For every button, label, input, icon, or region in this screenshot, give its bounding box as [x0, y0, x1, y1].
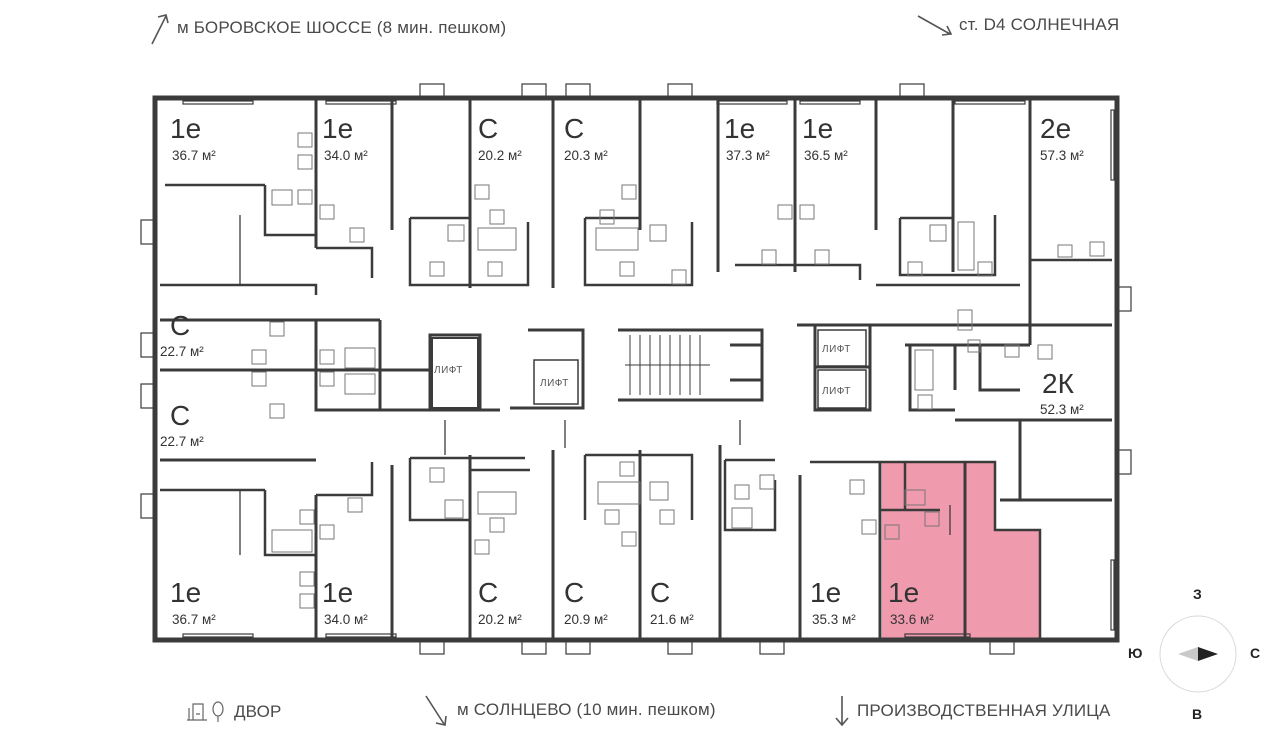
lift-label: ЛИФТ: [822, 386, 851, 397]
apartment-area: 57.3 м²: [1040, 148, 1084, 163]
apartment-a17: 1е 33.6 м²: [888, 577, 934, 627]
apartment-a1: 1е 36.7 м²: [170, 113, 216, 163]
apartment-area: 36.7 м²: [172, 148, 216, 163]
lift-label: ЛИФТ: [540, 378, 569, 389]
arrow-down-right-icon: [917, 15, 953, 36]
apartment-type: С: [478, 577, 498, 608]
apartment-a6: 1е 36.5 м²: [802, 113, 848, 163]
apartment-type: 2К: [1042, 368, 1075, 399]
direction-top-left-label: м БОРОВСКОЕ ШОССЕ (8 мин. пешком): [176, 18, 507, 37]
apartment-a11: 1е 36.7 м²: [170, 577, 216, 627]
direction-bottom-right-label: ПРОИЗВОДСТВЕННАЯ УЛИЦА: [856, 701, 1111, 720]
apartment-a8: С 22.7 м²: [160, 310, 204, 359]
apartment-type: 1е: [802, 113, 833, 144]
apartment-type: С: [478, 113, 498, 144]
apartment-highlight-33-6[interactable]: [882, 462, 1040, 638]
lift-label: ЛИФТ: [822, 344, 851, 355]
apartment-type: С: [650, 577, 670, 608]
apartment-area: 34.0 м²: [324, 612, 368, 627]
apartment-a16: 1е 35.3 м²: [810, 577, 856, 627]
direction-bottom-center-label: м СОЛНЦЕВО (10 мин. пешком): [456, 700, 716, 719]
windows-sides: [140, 109, 1132, 631]
apartment-area: 20.2 м²: [478, 148, 522, 163]
compass-north: З: [1193, 586, 1202, 602]
apartment-area: 35.3 м²: [812, 612, 856, 627]
direction-bottom-left: ДВОР: [185, 700, 282, 724]
direction-top-right-label: ст. D4 СОЛНЕЧНАЯ: [958, 15, 1120, 34]
apartment-type: С: [564, 113, 584, 144]
apartment-a4: С 20.3 м²: [564, 113, 608, 163]
compass-rose-icon: [1159, 615, 1237, 693]
fixtures: [251, 132, 1105, 609]
walls: [140, 83, 1132, 655]
apartment-area: 22.7 м²: [160, 344, 204, 359]
compass-west: Ю: [1128, 645, 1143, 661]
apartment-area: 20.2 м²: [478, 612, 522, 627]
apartment-type: С: [564, 577, 584, 608]
direction-bottom-center: м СОЛНЦЕВО (10 мин. пешком): [422, 692, 716, 728]
direction-bottom-right: ПРОИЗВОДСТВЕННАЯ УЛИЦА: [832, 694, 1111, 728]
apartment-a2: 1е 34.0 м²: [322, 113, 368, 163]
staircase: [625, 335, 710, 395]
apartment-type: 1е: [888, 577, 919, 608]
arrow-down-icon: [835, 696, 849, 727]
windows-bottom: [182, 633, 1015, 655]
apartment-area: 20.3 м²: [564, 148, 608, 163]
apartment-area: 34.0 м²: [324, 148, 368, 163]
apartment-area: 36.5 м²: [804, 148, 848, 163]
apartment-type: 1е: [724, 113, 755, 144]
arrow-down-right-icon: [425, 695, 447, 726]
apartment-a3: С 20.2 м²: [478, 113, 522, 163]
apartment-area: 20.9 м²: [564, 612, 608, 627]
apartment-a5: 1е 37.3 м²: [724, 113, 770, 163]
apartment-type: 1е: [810, 577, 841, 608]
arrow-up-right-icon: [151, 14, 169, 45]
apartment-a13: С 20.2 м²: [478, 577, 522, 627]
apartment-type: 1е: [322, 577, 353, 608]
apartment-area: 36.7 м²: [172, 612, 216, 627]
apartment-a15: С 21.6 м²: [650, 577, 694, 627]
windows-top: [182, 83, 1026, 105]
apartment-a7: 2е 57.3 м²: [1040, 113, 1084, 163]
apartment-type: 1е: [170, 577, 201, 608]
apartment-area: 37.3 м²: [726, 148, 770, 163]
direction-top-right: ст. D4 СОЛНЕЧНАЯ: [916, 10, 1119, 40]
direction-bottom-left-label: ДВОР: [233, 702, 282, 721]
courtyard-icon: [187, 701, 224, 722]
apartment-area: 33.6 м²: [890, 612, 934, 627]
apartment-area: 22.7 м²: [160, 434, 204, 449]
apartment-a14: С 20.9 м²: [564, 577, 608, 627]
apartment-area: 21.6 м²: [650, 612, 694, 627]
apartment-a9: С 22.7 м²: [160, 400, 204, 449]
apartment-area: 52.3 м²: [1040, 402, 1084, 417]
lift-label: ЛИФТ: [434, 365, 463, 376]
apartment-type: 2е: [1040, 113, 1071, 144]
apartment-type: 1е: [322, 113, 353, 144]
compass-south: В: [1192, 706, 1203, 722]
lifts: ЛИФТ ЛИФТ ЛИФТ ЛИФТ: [431, 329, 867, 409]
apartment-a10: 2К 52.3 м²: [1040, 368, 1084, 417]
apartment-type: С: [170, 310, 190, 341]
apartment-a12: 1е 34.0 м²: [322, 577, 368, 627]
apartment-type: С: [170, 400, 190, 431]
apartment-type: 1е: [170, 113, 201, 144]
compass-east: С: [1250, 645, 1261, 661]
apartment-labels: 1е 36.7 м² 1е 34.0 м² С 20.2 м² С 20.3 м² 1е…: [160, 113, 1084, 627]
direction-top-left: м БОРОВСКОЕ ШОССЕ (8 мин. пешком): [148, 10, 506, 46]
